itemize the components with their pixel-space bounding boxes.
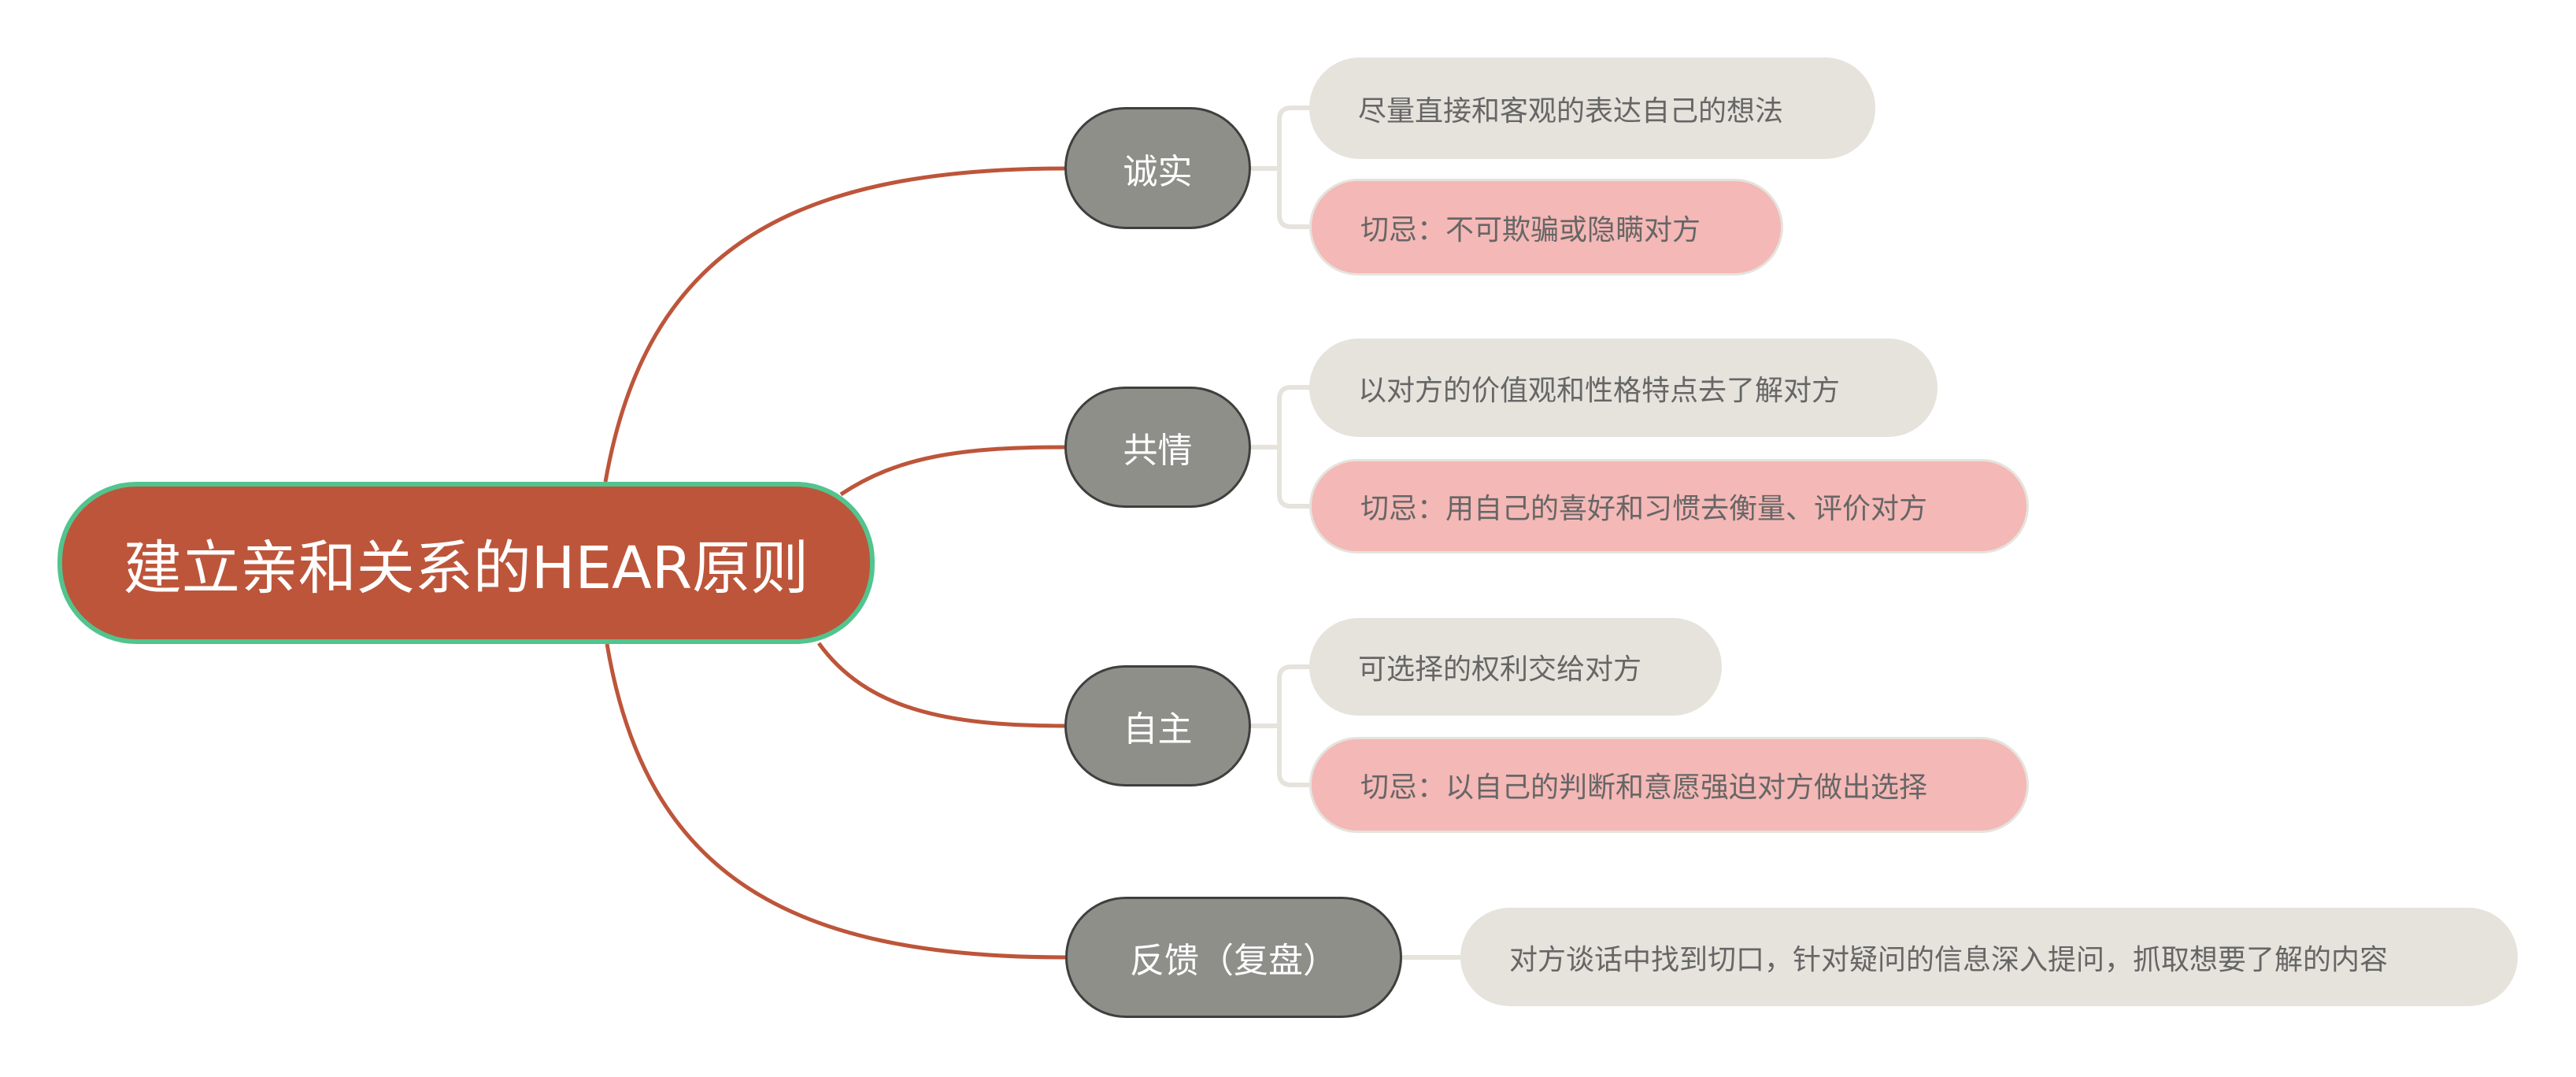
sub-connector-empathy — [1251, 385, 1309, 509]
subtopic-label: 尽量直接和客观的表达自己的想法 — [1358, 94, 1784, 128]
subtopic-label: 切忌：用自己的喜好和习惯去衡量、评价对方 — [1360, 493, 1928, 525]
topic-empathy[interactable]: 共情 — [1064, 387, 1251, 508]
topic-honesty[interactable]: 诚实 — [1064, 107, 1251, 229]
subtopic-autonomy-1[interactable]: 可选择的权利交给对方 — [1309, 618, 1722, 716]
subtopic-feedback-1[interactable]: 对方谈话中找到切口，针对疑问的信息深入提问，抓取想要了解的内容 — [1460, 908, 2518, 1006]
subtopic-autonomy-2[interactable]: 切忌：以自己的判断和意愿强迫对方做出选择 — [1309, 737, 2029, 833]
root-topic[interactable]: 建立亲和关系的HEAR原则 — [57, 482, 875, 644]
branch-line-feedback — [605, 643, 1066, 960]
topic-honesty-label: 诚实 — [1123, 151, 1193, 192]
root-topic-label: 建立亲和关系的HEAR原则 — [123, 534, 809, 602]
topic-empathy-label: 共情 — [1123, 431, 1193, 471]
branch-line-empathy — [839, 445, 1065, 497]
sub-connector-autonomy — [1251, 664, 1309, 787]
subtopic-honesty-2[interactable]: 切忌：不可欺骗或隐瞒对方 — [1309, 179, 1783, 276]
subtopic-label: 切忌：不可欺骗或隐瞒对方 — [1360, 213, 1701, 246]
sub-connector-honesty — [1251, 105, 1309, 229]
subtopic-honesty-1[interactable]: 尽量直接和客观的表达自己的想法 — [1309, 57, 1875, 159]
subtopic-label: 可选择的权利交给对方 — [1358, 653, 1642, 686]
topic-autonomy[interactable]: 自主 — [1064, 665, 1251, 786]
subtopic-label: 切忌：以自己的判断和意愿强迫对方做出选择 — [1360, 772, 1928, 804]
branch-line-autonomy — [816, 642, 1065, 728]
subtopic-empathy-2[interactable]: 切忌：用自己的喜好和习惯去衡量、评价对方 — [1309, 459, 2029, 553]
branch-line-honesty — [603, 166, 1065, 483]
topic-feedback-label: 反馈（复盘） — [1130, 941, 1338, 981]
topic-feedback[interactable]: 反馈（复盘） — [1065, 897, 1402, 1018]
subtopic-label: 以对方的价值观和性格特点去了解对方 — [1358, 374, 1841, 407]
topic-autonomy-label: 自主 — [1123, 709, 1193, 749]
subtopic-empathy-1[interactable]: 以对方的价值观和性格特点去了解对方 — [1309, 339, 1938, 437]
subtopic-label: 对方谈话中找到切口，针对疑问的信息深入提问，抓取想要了解的内容 — [1509, 943, 2389, 976]
